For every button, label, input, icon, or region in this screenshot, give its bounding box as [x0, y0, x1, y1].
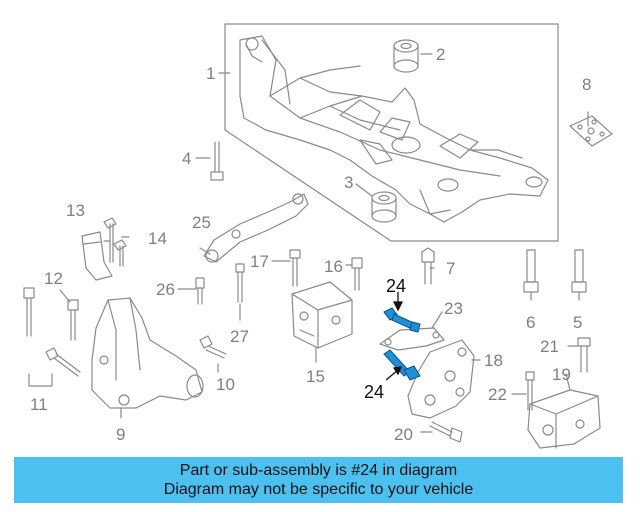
callout-22: 22	[488, 385, 507, 404]
bolt-part-7	[421, 247, 435, 285]
bolt-part-16	[351, 257, 363, 291]
bolt-part-4	[210, 141, 224, 181]
bolts-part-11	[23, 287, 81, 387]
bolt-part-21	[577, 337, 591, 373]
callout-2: 2	[436, 45, 445, 64]
banner-line-2: Diagram may not be specific to your vehi…	[163, 481, 474, 498]
callout-1: 1	[206, 64, 215, 83]
bolt-part-10	[199, 335, 227, 359]
callout-25: 25	[192, 213, 211, 232]
callout-4: 4	[182, 149, 191, 168]
bolt-part-20	[429, 421, 463, 443]
plate-part-8	[569, 115, 613, 147]
bolt-part-5	[571, 249, 587, 293]
bracket-part-13	[81, 231, 113, 281]
crossmember-part	[239, 35, 549, 223]
callout-8: 8	[582, 75, 591, 94]
bolt-part-17	[289, 249, 301, 287]
callout-15: 15	[306, 367, 325, 386]
callout-6: 6	[526, 313, 535, 332]
bolt-part-12	[67, 299, 79, 341]
bolt-part-24-lower	[383, 349, 421, 381]
bushing-part-3	[371, 191, 397, 223]
callout-24-upper: 24	[386, 276, 406, 296]
callout-12: 12	[44, 269, 63, 288]
transmission-mount-part-15	[291, 281, 353, 349]
callout-20: 20	[394, 425, 413, 444]
mount-part-19	[527, 389, 601, 449]
torque-arm-part-25	[203, 193, 309, 263]
callout-27: 27	[230, 327, 249, 346]
callout-24-lower: 24	[364, 382, 384, 402]
subframe-detail-box	[224, 23, 559, 242]
bolt-part-24-upper	[383, 307, 421, 333]
callout-10: 10	[216, 375, 235, 394]
engine-mount-part-9	[91, 297, 204, 409]
callout-7: 7	[446, 259, 455, 278]
disclaimer-banner: Part or sub-assembly is #24 in diagram D…	[14, 457, 623, 503]
callout-9: 9	[116, 425, 125, 444]
callout-11: 11	[30, 395, 48, 414]
callout-23: 23	[444, 299, 463, 318]
callout-21: 21	[540, 337, 559, 356]
callout-18: 18	[484, 351, 503, 370]
bracket-part-18	[407, 339, 475, 419]
bolts-part-14	[103, 217, 127, 267]
callout-19: 19	[552, 365, 571, 384]
callout-16: 16	[324, 257, 343, 276]
callout-14: 14	[148, 229, 167, 248]
callout-5: 5	[573, 313, 582, 332]
callout-17: 17	[250, 252, 269, 271]
callout-13: 13	[66, 201, 85, 220]
bolt-part-27	[235, 263, 245, 303]
bolt-part-26	[195, 277, 205, 305]
bushing-part-2	[393, 39, 419, 73]
bolt-part-6	[523, 249, 539, 293]
callout-3: 3	[344, 173, 353, 192]
banner-line-1: Part or sub-assembly is #24 in diagram	[179, 462, 458, 479]
bracket-part-23	[379, 327, 445, 351]
leader-lines	[59, 53, 589, 433]
callout-26: 26	[156, 280, 175, 299]
part-24-arrows	[385, 292, 404, 381]
